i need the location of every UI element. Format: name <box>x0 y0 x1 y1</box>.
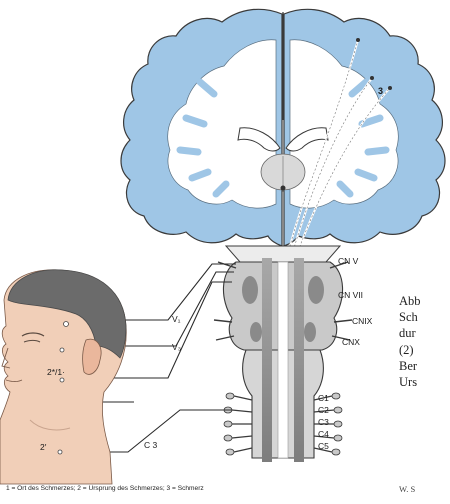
c2-label: C2 <box>318 405 329 415</box>
c3-label: C3 <box>318 417 329 427</box>
cn5-label: CN V <box>338 256 359 266</box>
side-text-line: Urs <box>399 374 450 390</box>
face-marker-label: 2*/1· <box>47 367 65 377</box>
brain-section: 3 <box>121 9 445 262</box>
c4-label: C4 <box>318 429 329 439</box>
c5-label: C5 <box>318 441 329 451</box>
cn10-label: CNX <box>342 337 360 347</box>
c3-nerve-label: C 3 <box>144 440 158 450</box>
side-text-line: (2) <box>399 342 450 358</box>
cn9-label: CNIX <box>352 316 373 326</box>
side-text-line: Abb <box>399 293 450 309</box>
v3-label: V₃ <box>172 342 181 352</box>
neck-marker-label: 2′ <box>40 442 47 452</box>
brainstem <box>214 258 352 462</box>
section-plane <box>226 246 340 262</box>
side-text-line: Ber <box>399 358 450 374</box>
credit-text: W. S <box>399 484 415 494</box>
pathway-3-label: 3 <box>378 86 383 96</box>
side-text-line: dur <box>399 325 450 341</box>
figure-caption: 1 = Ort des Schmerzes; 2 = Ursprung des … <box>6 485 204 492</box>
v1-label: V₁ <box>172 314 181 324</box>
side-text-line: Sch <box>399 309 450 325</box>
c1-label: C1 <box>318 393 329 403</box>
side-text: Abb Sch dur (2) Ber Urs <box>399 293 450 390</box>
cn7-label: CN VII <box>338 290 363 300</box>
